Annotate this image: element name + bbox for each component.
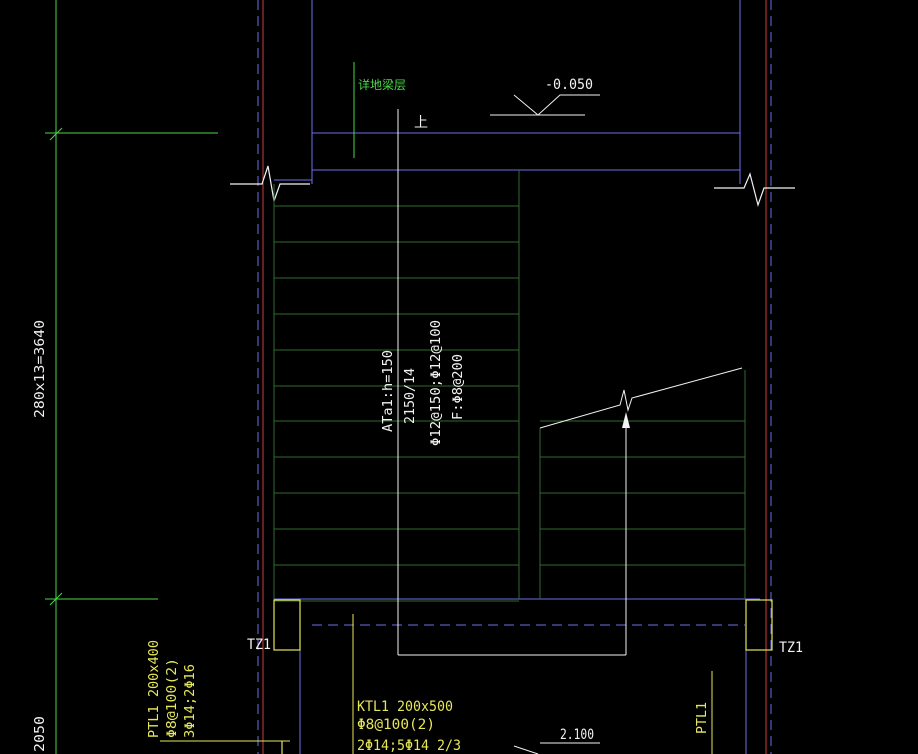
column-label-right: TZ1 [779, 640, 803, 656]
ktl-spec-line2: Φ8@100(2) [357, 717, 435, 733]
stair-spec-line3: Φ12@150;Φ12@100 [429, 320, 444, 446]
beam-leaders [160, 614, 713, 754]
floor-note-text: 详地梁层 [358, 77, 406, 92]
dimension-line-left [45, 0, 218, 754]
ktl-spec-line3: 2Φ14;5Φ14 2/3 [357, 738, 461, 754]
ktl-spec-line1: KTL1 200x500 [357, 699, 453, 715]
flight-outline [397, 109, 743, 656]
dim-bottom-text: 2050 [33, 716, 48, 752]
dim-steps-text: 280x13=3640 [33, 320, 48, 418]
up-arrow [622, 412, 630, 428]
stair-spec-line4: F:Φ8@200 [451, 354, 466, 420]
axis-lines [262, 0, 767, 754]
level-marker-bottom [513, 742, 600, 754]
up-mark-text: 上 [414, 115, 428, 131]
ptl-spec-line3: 3Φ14;2Φ16 [183, 664, 198, 738]
stair-treads [273, 170, 746, 602]
level-top-text: -0.050 [545, 77, 593, 93]
ptl-right-label: PTL1 [695, 702, 710, 734]
ptl-spec-line2: Φ8@100(2) [165, 658, 180, 738]
column-outlines [273, 599, 773, 754]
ptl-spec-line1: PTL1 200x400 [147, 640, 162, 738]
beam-outlines [274, 0, 760, 754]
stair-spec-line1: ATa1:h=150 [381, 350, 396, 432]
level-bottom-text: 2.100 [560, 727, 594, 743]
break-lines [230, 165, 795, 208]
level-marker-top [490, 94, 600, 116]
column-label-left: TZ1 [247, 637, 271, 653]
stair-spec-line2: 2150/14 [403, 368, 418, 424]
wall-dashed-lines [257, 0, 772, 754]
